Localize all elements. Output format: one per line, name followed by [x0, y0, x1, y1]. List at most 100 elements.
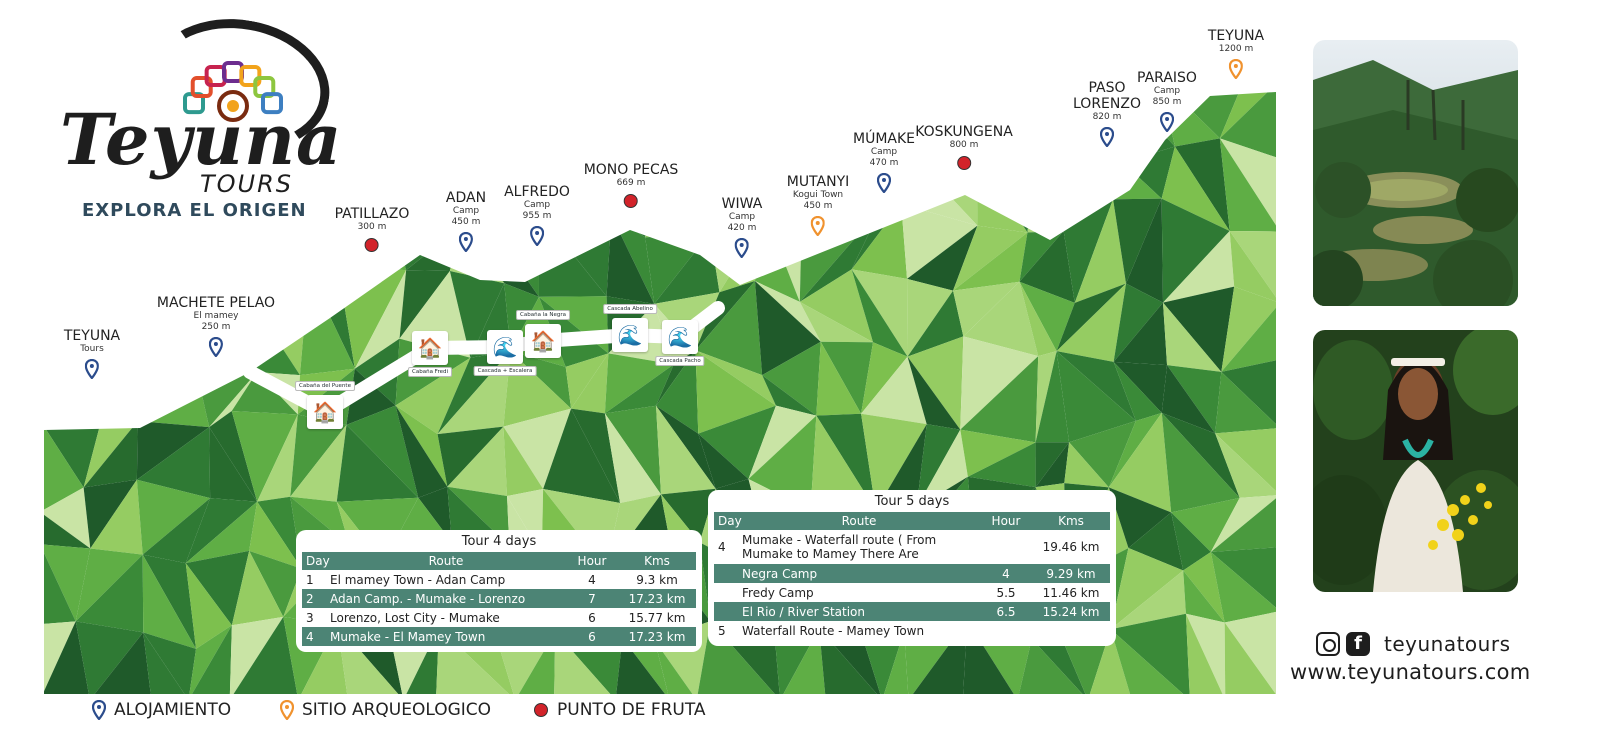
terrain-facet: [346, 368, 396, 425]
cell-kms: 17.23 km: [628, 591, 686, 606]
terrain-facet: [748, 415, 817, 511]
cell-route: El mamey Town - Adan Camp: [330, 572, 506, 587]
terrain-facet: [963, 281, 1039, 357]
legend-fruit-label: PUNTO DE FRUTA: [557, 700, 706, 720]
cell-hour: 6.5: [996, 604, 1016, 619]
social-handle[interactable]: teyunatours: [1384, 632, 1511, 656]
terrain-facet: [418, 486, 452, 543]
header-route: Route: [428, 554, 464, 568]
terrain-facet: [185, 501, 258, 564]
cabin-label: Cascada Abelino: [603, 304, 657, 314]
terrain-facet: [1161, 412, 1240, 498]
cabin-cascada-escalera[interactable]: 🌊Cascada + Escalera: [473, 330, 537, 376]
stop-name: KOSKUNGENA: [915, 124, 1013, 140]
stop-name: WIWA: [721, 196, 763, 212]
terrain-facet: [136, 421, 210, 480]
terrain-facet: [257, 414, 298, 502]
stop-detail: Kogui Town 450 m: [792, 190, 844, 211]
stop-detail: 800 m: [949, 140, 979, 150]
instagram-icon[interactable]: [1316, 632, 1340, 656]
brand-subtitle: TOURS: [200, 170, 294, 198]
waterfall-icon: 🌊: [612, 318, 648, 352]
stop-detail: El mamey 250 m: [193, 311, 239, 332]
terrain-facet: [249, 501, 302, 569]
terrain-facet: [395, 405, 448, 498]
cabin-cabana-del-puente[interactable]: 🏠Cabaña del Puente: [295, 381, 355, 429]
cell-hour: 6: [588, 610, 596, 625]
cabin-label: Cascada + Escalera: [473, 366, 537, 376]
terrain-facet: [1110, 629, 1190, 694]
cell-route: Mumake - El Mamey Town: [330, 629, 486, 644]
terrain-facet: [1215, 433, 1276, 498]
terrain-facet: [354, 270, 407, 369]
terrain-facet: [654, 640, 697, 694]
terrain-facet: [1035, 351, 1070, 443]
terrain-facet: [1019, 230, 1064, 282]
terrain-facet: [399, 270, 450, 339]
cabin-cabana-fredi[interactable]: 🏠Cabaña Fredi: [408, 331, 452, 377]
terrain-facet: [1174, 138, 1230, 232]
terrain-facet: [541, 92, 599, 166]
terrain-facet: [188, 625, 232, 694]
accommodation-pin-icon: [1099, 126, 1115, 151]
stop-detail: 300 m: [357, 222, 387, 232]
terrain-facet: [83, 411, 138, 488]
terrain-facet: [1162, 231, 1235, 303]
terrain-facet: [142, 498, 211, 564]
cell-hour: 5.5: [996, 585, 1016, 600]
terrain-facet: [1062, 629, 1111, 694]
cell-kms: 15.24 km: [1042, 604, 1100, 619]
terrain-facet: [1162, 286, 1235, 372]
terrain-facet: [231, 372, 298, 415]
terrain-facet: [916, 424, 961, 508]
facebook-icon[interactable]: f: [1346, 632, 1370, 656]
cabin-cascada-abelino[interactable]: 🌊 Cascada Abelino: [603, 304, 657, 352]
terrain-facet: [1183, 552, 1225, 623]
terrain-facet: [210, 223, 256, 279]
terrain-facet: [1229, 231, 1276, 303]
terrain-facet: [748, 92, 815, 156]
terrain-facet: [861, 342, 908, 414]
terrain-facet: [820, 341, 874, 414]
terrain-facet: [1113, 302, 1168, 366]
stop-detail: Camp 450 m: [451, 206, 481, 227]
terrain-facet: [1056, 283, 1127, 352]
terrain-facet: [762, 341, 821, 416]
legend-accommodation-label: ALOJAMIENTO: [114, 700, 232, 720]
terrain-facet: [336, 497, 419, 562]
terrain-facet: [1113, 361, 1162, 421]
logo-petal: [239, 64, 262, 87]
terrain-facet: [1064, 442, 1109, 488]
terrain-facet: [748, 405, 817, 479]
terrain-facet: [503, 408, 572, 489]
terrain-facet: [44, 544, 76, 625]
stop-name: MONO PECAS: [583, 162, 679, 178]
cell-hour: 4: [1002, 566, 1010, 581]
terrain-facet: [604, 364, 674, 414]
website-link[interactable]: www.teyunatours.com: [1290, 660, 1531, 684]
terrain-facet: [343, 138, 392, 214]
cabin-cascada-pacho[interactable]: 🌊Cascada Pacho: [655, 320, 705, 366]
terrain-facet: [336, 424, 419, 502]
terrain-facet: [865, 630, 905, 694]
terrain-facet: [967, 442, 1036, 488]
terrain-facet: [695, 350, 776, 434]
terrain-facet: [1224, 622, 1276, 694]
terrain-facet: [1183, 570, 1225, 623]
cabin-cabana-la-negra[interactable]: 🏠Cabaña la Negra: [516, 310, 570, 358]
